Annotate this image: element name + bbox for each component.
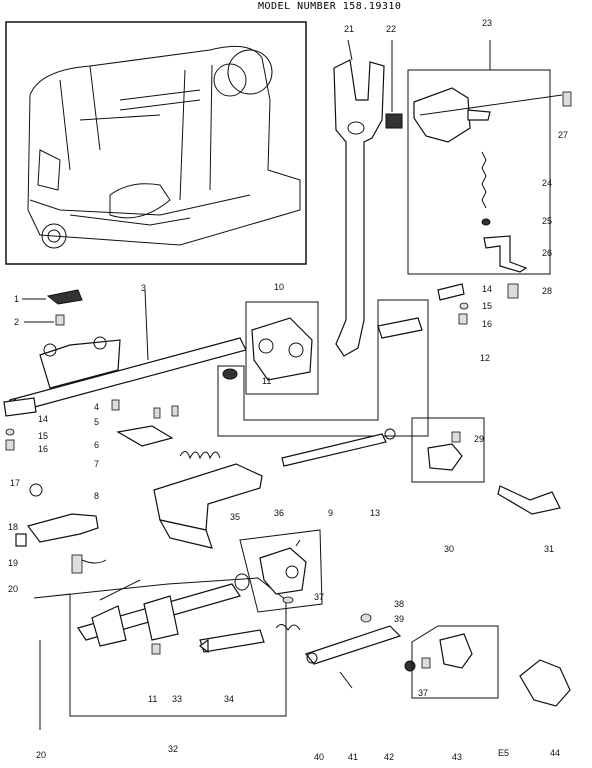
- callout-32: 32: [168, 744, 178, 754]
- part-10-box: [245, 301, 319, 395]
- part-1: [22, 289, 83, 305]
- part-40-link: [304, 625, 402, 665]
- callout-33: 33: [172, 694, 182, 704]
- callout-39: 39: [394, 614, 404, 624]
- part-22: [385, 113, 403, 129]
- callout-17: 17: [10, 478, 20, 488]
- part-23-box: [407, 69, 551, 275]
- parts-17-18-19: [15, 483, 107, 574]
- callout-15: 15: [482, 301, 492, 311]
- callout-28: 28: [542, 286, 552, 296]
- callout-14-repeat: 14: [38, 414, 48, 424]
- callout-11: 11: [262, 376, 271, 386]
- callout-9: 9: [328, 508, 333, 518]
- callout-20-repeat: 20: [36, 750, 46, 760]
- part-12-box: [217, 299, 429, 437]
- callout-19: 19: [8, 558, 18, 568]
- callout-37: 37: [314, 592, 324, 602]
- callout-35: 35: [230, 512, 240, 522]
- part-42: [404, 660, 416, 672]
- callout-8: 8: [94, 491, 99, 501]
- callout-3: 3: [141, 283, 146, 293]
- callout-38: 38: [394, 599, 404, 609]
- callout-24: 24: [542, 178, 552, 188]
- callout-10: 10: [274, 282, 284, 292]
- part-27: [419, 91, 572, 116]
- part-35: [234, 573, 250, 591]
- callout-42: 42: [384, 752, 394, 762]
- callout-40: 40: [314, 752, 324, 762]
- part-36-box: [239, 529, 323, 613]
- callout-27: 27: [558, 130, 568, 140]
- part-8-bracket: [153, 463, 263, 549]
- callout-36: 36: [274, 508, 284, 518]
- part-21-lever: [333, 59, 385, 357]
- callout-41: 41: [348, 752, 358, 762]
- parts-38-39: [275, 613, 372, 631]
- part-2: [24, 314, 65, 326]
- parts-4-5-6: [111, 399, 179, 447]
- callout-22: 22: [386, 24, 396, 34]
- callout-44: 44: [550, 748, 560, 758]
- callout-12: 12: [480, 353, 490, 363]
- footer-code: E5: [498, 748, 509, 758]
- part-9-rod: [281, 428, 396, 467]
- part-44: [519, 659, 571, 707]
- parts-14-16-left: [3, 397, 37, 451]
- callout-23: 23: [482, 18, 492, 28]
- callout-5: 5: [94, 417, 99, 427]
- callout-13: 13: [370, 508, 380, 518]
- callout-31: 31: [544, 544, 554, 554]
- callout-2: 2: [14, 317, 19, 327]
- callout-6: 6: [94, 440, 99, 450]
- part-7-spring: [179, 451, 221, 460]
- callout-14: 14: [482, 284, 492, 294]
- part-41: [339, 671, 353, 689]
- part-3-shaft: [7, 289, 247, 414]
- part-43-box: [411, 625, 499, 699]
- model-number-title: MODEL NUMBER 158.19310: [258, 1, 401, 12]
- machine-inset: [5, 21, 307, 265]
- callout-21: 21: [344, 24, 354, 34]
- callout-25: 25: [542, 216, 552, 226]
- callout-15-repeat: 15: [38, 431, 48, 441]
- callout-20: 20: [8, 584, 18, 594]
- callout-26: 26: [542, 248, 552, 258]
- callout-16: 16: [482, 319, 492, 329]
- parts-29-30-31: [411, 417, 561, 515]
- callout-43: 43: [452, 752, 462, 762]
- callout-1: 1: [14, 294, 19, 304]
- callout-34: 34: [224, 694, 234, 704]
- parts-14-16-right: [437, 283, 469, 325]
- callout-29: 29: [474, 434, 484, 444]
- callout-11-repeat: 11: [148, 694, 157, 704]
- part-28: [507, 283, 519, 299]
- callout-4: 4: [94, 402, 99, 412]
- callout-labels: 1 2 3 4 5 6 7 8 9 10 11 12 13 14 15 16 1…: [8, 18, 568, 762]
- callout-16-repeat: 16: [38, 444, 48, 454]
- callout-30: 30: [444, 544, 454, 554]
- callout-18: 18: [8, 522, 18, 532]
- part-32-box: [33, 577, 287, 717]
- callout-37-repeat: 37: [418, 688, 428, 698]
- callout-7: 7: [94, 459, 99, 469]
